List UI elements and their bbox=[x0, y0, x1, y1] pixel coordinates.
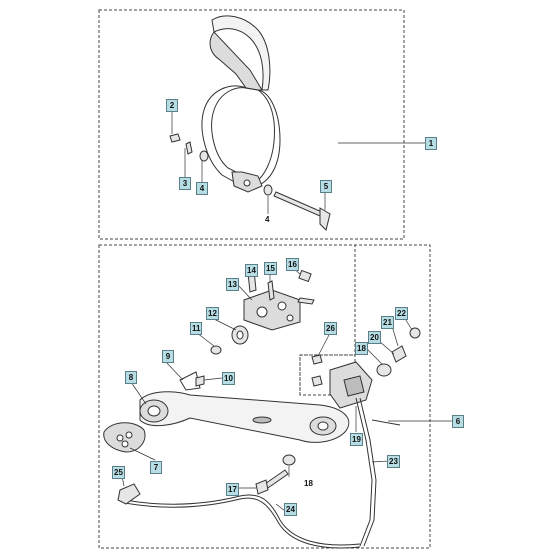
callout-19[interactable]: 19 bbox=[350, 433, 363, 446]
callout-4[interactable]: 4 bbox=[196, 182, 208, 195]
lower-assembly-frame-outer bbox=[98, 244, 431, 549]
callout-12[interactable]: 12 bbox=[206, 307, 219, 320]
lower-leaders bbox=[121, 266, 454, 515]
callout-25[interactable]: 25 bbox=[112, 466, 125, 479]
upper-leaders bbox=[171, 110, 425, 214]
callout-16[interactable]: 16 bbox=[286, 258, 299, 271]
bracket-part bbox=[243, 289, 301, 331]
cables bbox=[117, 397, 401, 549]
callout-23[interactable]: 23 bbox=[387, 455, 400, 468]
callout-22[interactable]: 22 bbox=[395, 307, 408, 320]
callout-2[interactable]: 2 bbox=[166, 99, 178, 112]
callout-1[interactable]: 1 bbox=[425, 137, 437, 150]
upper-assembly-frame bbox=[98, 9, 405, 240]
callout-24[interactable]: 24 bbox=[284, 503, 297, 516]
callout-5[interactable]: 5 bbox=[320, 180, 332, 193]
callout-21[interactable]: 21 bbox=[381, 316, 394, 329]
sub-assembly-frame bbox=[299, 354, 355, 395]
callout-7[interactable]: 7 bbox=[150, 461, 162, 474]
callout-15[interactable]: 15 bbox=[264, 262, 277, 275]
callout-14[interactable]: 14 bbox=[245, 264, 258, 277]
small-parts bbox=[179, 269, 421, 495]
label-4-plain: 4 bbox=[265, 215, 270, 224]
callout-3[interactable]: 3 bbox=[179, 177, 191, 190]
handle-part bbox=[201, 15, 281, 193]
upper-hardware bbox=[169, 133, 331, 231]
cover-part bbox=[103, 422, 146, 453]
callout-10[interactable]: 10 bbox=[222, 372, 235, 385]
callout-17[interactable]: 17 bbox=[226, 483, 239, 496]
callout-13[interactable]: 13 bbox=[226, 278, 239, 291]
callout-11[interactable]: 11 bbox=[190, 322, 203, 335]
callout-26[interactable]: 26 bbox=[324, 322, 337, 335]
control-unit-part bbox=[329, 361, 373, 409]
callout-20[interactable]: 20 bbox=[368, 331, 381, 344]
callout-9[interactable]: 9 bbox=[162, 350, 174, 363]
callout-6[interactable]: 6 bbox=[452, 415, 464, 428]
callout-18[interactable]: 18 bbox=[355, 342, 368, 355]
callout-8[interactable]: 8 bbox=[125, 371, 137, 384]
lower-assembly-frame bbox=[99, 244, 356, 396]
arm-part bbox=[139, 391, 350, 443]
label-18-plain: 18 bbox=[304, 479, 313, 488]
